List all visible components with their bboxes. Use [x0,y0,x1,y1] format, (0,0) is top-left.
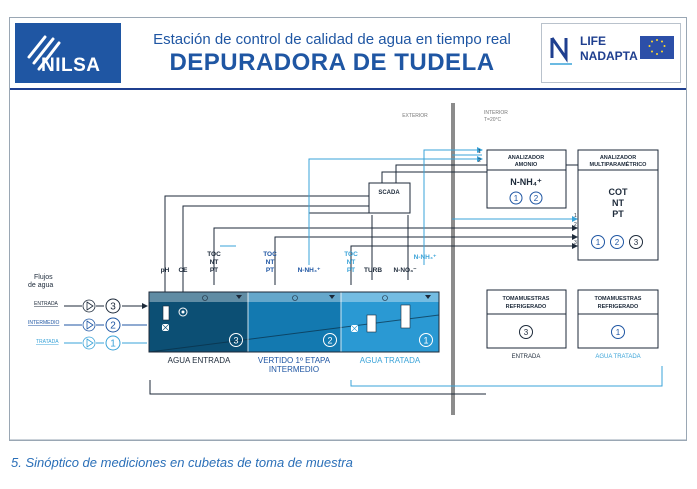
sensor-nh4: N-NH₄⁺ [298,267,321,274]
tank-label: AGUA TRATADA [360,356,421,365]
analyzer-multi-param: NT [612,198,624,208]
nadapta-emblem-icon [550,37,572,65]
sensor-nh4: N-NH₄⁺ [414,254,437,261]
analyzer-amonio-param: N-NH₄⁺ [510,177,542,187]
flow-input-label: TRATADA [36,339,59,345]
nilsa-logo-text: NILSA [41,55,101,76]
zone-interior-temp: T=20°C [484,117,502,123]
flow-input-num: 2 [110,321,116,332]
life-label: LIFE [580,34,606,48]
header-bar: NILSA Estación de control de calidad de … [10,18,686,90]
zone-exterior-label: EXTERIOR [402,113,428,119]
analyzer-amonio-title: ANALIZADOR [508,155,544,161]
sampler-entrada: TOMAMUESTRAS REFRIGERADO 3 ENTRADA [486,289,567,360]
figure-caption: 5. Sinóptico de mediciones en cubetas de… [11,455,353,470]
sensor-toc: TOC [344,251,358,258]
analyzer-amonio-num: 1 [514,194,519,203]
analyzer-amonio-num: 2 [534,194,539,203]
eu-flag-icon [640,36,674,59]
line-number: 3 [574,240,577,246]
header-title: DEPURADORA DE TUDELA [169,49,495,76]
analyzer-multi-num: 3 [634,238,639,247]
sensor-nt: NT [210,259,219,266]
sensor-toc: TOC [263,251,277,258]
zone-interior-label: INTERIOR [484,110,508,116]
life-nadapta-logo: LIFE NADAPTA [541,23,681,83]
tank-label: VERTIDO 1º ETAPA [258,356,331,365]
tank-label: INTERMEDIO [269,365,319,374]
line-number: 1 [478,149,481,155]
flow-title: Flujos [34,274,53,281]
analyzer-multi-param: PT [612,209,624,219]
sensor-pt: PT [210,267,218,274]
sampler-entrada-label: ENTRADA [512,354,541,360]
sensor-toc: TOC [207,251,221,258]
tank-entrada [149,292,248,352]
tank-group: 3 2 1 AGUA ENTRADA VERTIDO 1º ETAPA INTE… [148,291,440,374]
flow-input-num: 3 [110,302,116,313]
tank-num: 3 [233,336,238,346]
line-number: 2 [478,158,481,164]
sampler-tratada-label: AGUA TRATADA [595,354,640,360]
analyzer-multi-num: 1 [596,238,601,247]
analyzer-amonio-subtitle: AMONIO [515,162,538,168]
sensor-ce: CE [178,267,188,274]
sampler-tratada-title: TOMAMUESTRAS [595,296,642,302]
sampler-entrada-title: TOMAMUESTRAS [503,296,550,302]
analyzer-amonio: ANALIZADOR AMONIO N-NH₄⁺ 1 2 [486,149,567,209]
nilsa-logo-mark-icon [27,35,61,71]
sampler-tratada: TOMAMUESTRAS REFRIGERADO 1 AGUA TRATADA [577,289,659,360]
line-number-group: 1 2 1 2 3 [478,149,577,246]
sampler-entrada-subtitle: REFRIGERADO [506,304,547,310]
line-number: 1 [574,213,577,219]
sensor-turb: TURB [364,267,382,274]
tank-intermedio [248,292,341,352]
flow-inputs: Flujos de agua ENTRADA INTERMEDIO TRATAD… [28,274,147,351]
tank-label: AGUA ENTRADA [168,356,231,365]
analyzer-multi-subtitle: MULTIPARAMÉTRICO [590,160,648,168]
flow-title: de agua [28,282,53,289]
analyzer-multi-title: ANALIZADOR [600,155,636,161]
scada-box [368,182,411,214]
scada-label: SCADA [378,190,400,196]
tank-num: 1 [423,336,428,346]
nadapta-label: NADAPTA [580,49,638,63]
sampler-tratada-num: 1 [616,328,621,337]
analyzer-multi-num: 2 [615,238,620,247]
sensor-labels: pH CE TOC NT PT TOC NT PT N-NH₄⁺ TOC NT … [161,251,437,274]
flow-input-label: INTERMEDIO [28,320,60,326]
flow-lines [220,147,663,387]
sensor-no3: N-NO₃⁻ [393,267,417,274]
analyzer-multi-param: COT [609,187,629,197]
sensor-nt: NT [347,259,356,266]
flow-input-label: ENTRADA [34,301,59,307]
tank-tratada [341,292,439,352]
tank-num: 2 [327,336,332,346]
flow-input-num: 1 [110,339,116,350]
sampler-tratada-subtitle: REFRIGERADO [598,304,639,310]
sampler-entrada-num: 3 [524,328,529,337]
sensor-ph: pH [161,267,170,274]
analyzer-multiparametrico: ANALIZADOR MULTIPARAMÉTRICO COT NT PT 1 … [577,149,659,261]
nilsa-logo: NILSA [15,23,121,83]
sensor-pt: PT [347,267,355,274]
header-subtitle: Estación de control de calidad de agua e… [153,31,511,48]
sensor-nt: NT [266,259,275,266]
sensor-pt: PT [266,267,274,274]
line-number: 2 [574,222,577,228]
